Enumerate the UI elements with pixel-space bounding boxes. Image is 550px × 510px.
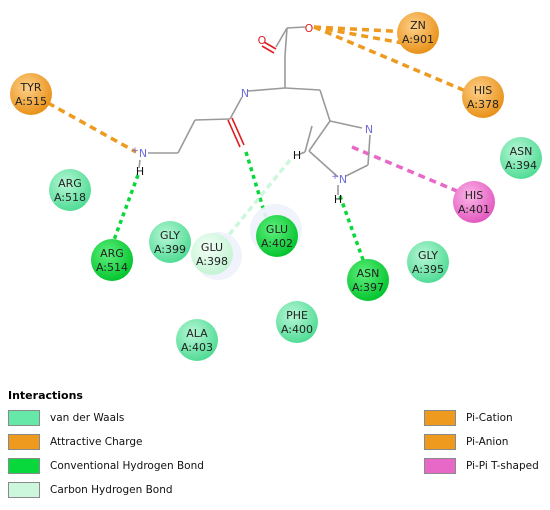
residue-asn397[interactable]: ASN A:397 — [347, 259, 389, 301]
oxygen-atom-single: O — [305, 22, 314, 35]
residue-name: GLU — [201, 241, 223, 254]
charge-plus-amine: + — [131, 146, 139, 156]
residue-his401[interactable]: HIS A:401 — [453, 181, 495, 223]
pi-cation-line-zn901 — [313, 25, 411, 34]
legend-label: Pi-Pi T-shaped — [466, 460, 539, 472]
pi-cation-line-his378 — [313, 25, 469, 94]
residue-glu402[interactable]: GLU A:402 — [250, 204, 302, 257]
residue-arg518[interactable]: ARG A:518 — [49, 169, 91, 211]
residue-name: TYR — [19, 81, 41, 94]
ligand-atoms: O O N N N + N + H H H — [131, 22, 373, 206]
legend-label: Conventional Hydrogen Bond — [50, 460, 204, 472]
residue-name: ZN — [410, 19, 426, 32]
pi-pi-line-his401 — [351, 145, 465, 196]
residue-name: PHE — [286, 309, 308, 322]
residue-id: A:403 — [181, 341, 213, 354]
hbond-line-asn397 — [338, 195, 368, 269]
residue-name: GLU — [266, 223, 288, 236]
carbon-hbond-line-glu398 — [226, 158, 292, 238]
hydrogen-atom-ring-c: H — [293, 149, 301, 162]
legend-label: van der Waals — [50, 412, 125, 424]
legend-swatch — [8, 458, 40, 474]
hydrogen-atom-amine: H — [136, 165, 144, 178]
residue-name: ARG — [100, 247, 124, 260]
residue-id: A:378 — [467, 98, 499, 111]
hbond-line-arg514 — [112, 174, 140, 241]
legend-label: Pi-Anion — [466, 436, 509, 448]
residue-tyr515[interactable]: TYR A:515 — [10, 73, 52, 115]
residue-id: A:402 — [261, 237, 293, 250]
legend-swatch — [8, 434, 40, 450]
charge-plus-ring: + — [331, 172, 339, 182]
residue-id: A:398 — [196, 255, 228, 268]
residue-id: A:901 — [402, 33, 434, 46]
residue-name: HIS — [465, 189, 484, 202]
residue-name: ALA — [186, 327, 208, 340]
legend: van der Waals Attractive Charge Conventi… — [8, 410, 548, 505]
residue-id: A:515 — [15, 95, 47, 108]
legend-title: Interactions — [8, 389, 83, 402]
interaction-lines — [47, 25, 469, 269]
legend-swatch — [424, 434, 456, 450]
residue-name: ARG — [58, 177, 82, 190]
legend-swatch — [8, 410, 40, 426]
nitrogen-atom-ring-bottom: N — [339, 173, 347, 186]
residue-phe400[interactable]: PHE A:400 — [276, 301, 318, 343]
legend-label: Attractive Charge — [50, 436, 143, 448]
residue-id: A:401 — [458, 203, 490, 216]
residue-gly395[interactable]: GLY A:395 — [407, 241, 449, 283]
nitrogen-atom-amine: N — [139, 147, 147, 160]
residue-id: A:399 — [154, 243, 186, 256]
residue-id: A:514 — [96, 261, 128, 274]
residue-id: A:397 — [352, 281, 384, 294]
legend-swatch — [424, 410, 456, 426]
nitrogen-atom-amide: N — [241, 87, 249, 100]
residue-id: A:395 — [412, 263, 444, 276]
legend-label: Carbon Hydrogen Bond — [50, 484, 173, 496]
residue-arg514[interactable]: ARG A:514 — [91, 239, 133, 281]
interaction-diagram: O O N N N + N + H H H ZN A:901 HIS A:378… — [10, 12, 542, 361]
residue-id: A:400 — [281, 323, 313, 336]
residue-id: A:394 — [505, 159, 537, 172]
legend-label: Pi-Cation — [466, 412, 513, 424]
residue-name: GLY — [160, 229, 180, 242]
residue-gly399[interactable]: GLY A:399 — [149, 221, 191, 263]
residue-zn901[interactable]: ZN A:901 — [397, 12, 439, 54]
residue-glu398[interactable]: GLU A:398 — [191, 232, 242, 280]
oxygen-atom-double: O — [258, 34, 267, 47]
pi-cation-line-zn901-b — [313, 25, 409, 46]
nitrogen-atom-ring-top: N — [365, 123, 373, 136]
residue-name: ASN — [510, 145, 533, 158]
residue-asn394[interactable]: ASN A:394 — [500, 137, 542, 179]
residue-name: GLY — [418, 249, 438, 262]
residue-name: HIS — [474, 84, 493, 97]
residue-his378[interactable]: HIS A:378 — [462, 76, 504, 118]
ligand-structure — [138, 26, 371, 195]
residue-id: A:518 — [54, 191, 86, 204]
residue-name: ASN — [357, 267, 380, 280]
hydrogen-atom-ring-n: H — [334, 193, 342, 206]
legend-swatch — [424, 458, 456, 474]
residue-ala403[interactable]: ALA A:403 — [176, 319, 218, 361]
attractive-charge-line-tyr515 — [47, 101, 137, 154]
legend-swatch — [8, 482, 40, 498]
